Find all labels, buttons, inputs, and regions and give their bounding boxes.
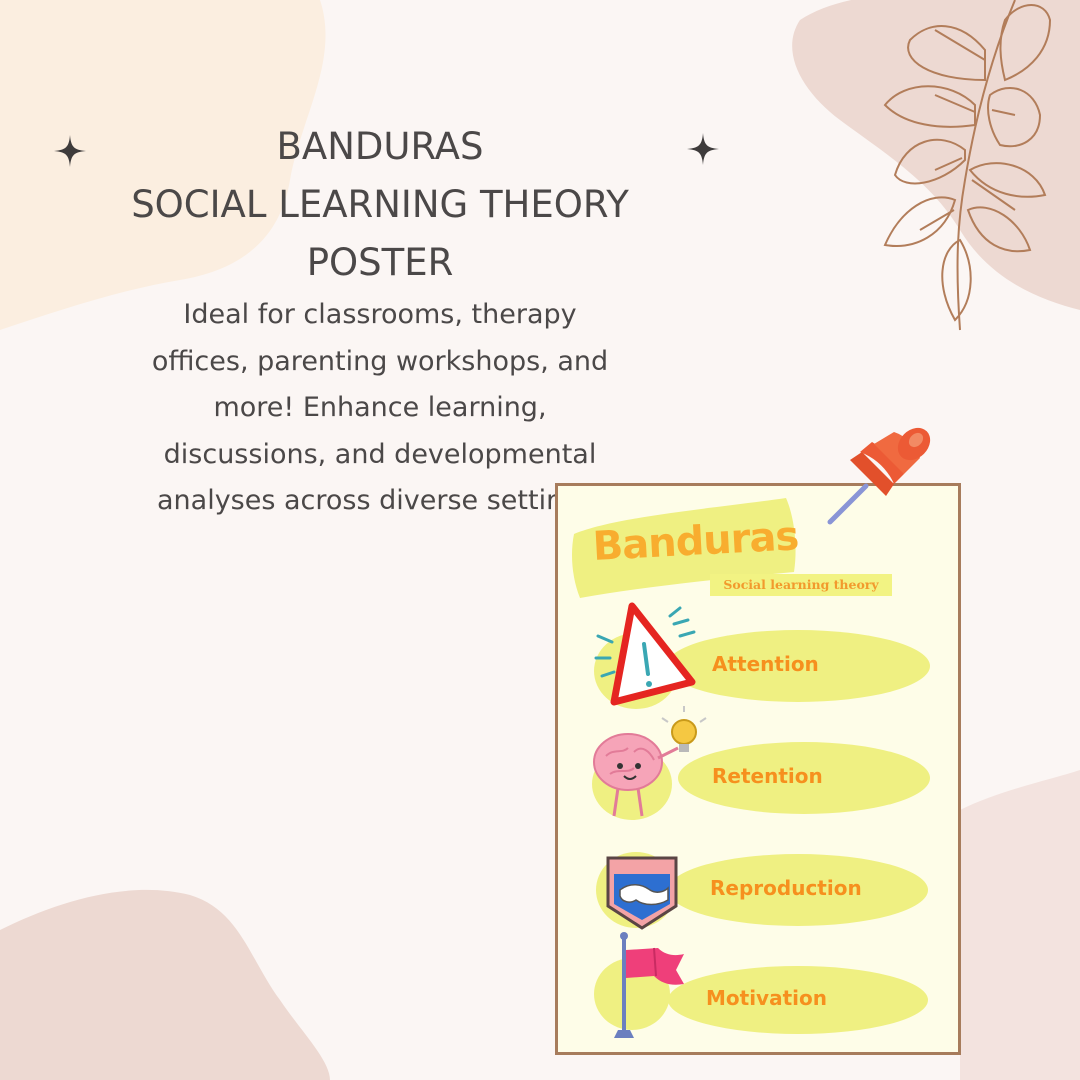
step-label-retention: Retention bbox=[712, 764, 823, 788]
bottom-right-blob bbox=[960, 770, 1080, 1080]
description: Ideal for classrooms, therapy offices, p… bbox=[110, 292, 650, 525]
sparkle-left-icon bbox=[54, 135, 86, 167]
sparkle-right-icon bbox=[687, 133, 719, 165]
flag-icon bbox=[614, 932, 684, 1038]
bottom-left-blob bbox=[0, 889, 330, 1080]
description-line-2: offices, parenting workshops, and bbox=[151, 345, 609, 377]
step-attention-art bbox=[594, 602, 930, 709]
title-line-2: SOCIAL LEARNING THEORY bbox=[131, 183, 629, 226]
push-pin-icon bbox=[827, 427, 931, 525]
description-line-4: discussions, and developmental bbox=[163, 438, 597, 470]
poster-artwork bbox=[572, 498, 930, 1038]
description-line-3: more! Enhance learning, bbox=[213, 392, 547, 423]
description-line-5: analyses across diverse settings. bbox=[157, 485, 603, 516]
step-reproduction-art bbox=[596, 852, 928, 930]
title-line-1: BANDURAS bbox=[276, 125, 484, 168]
step-retention-art bbox=[592, 706, 930, 820]
top-right-blob bbox=[792, 0, 1080, 310]
brain-lightbulb-icon bbox=[593, 706, 707, 817]
poster-title-highlight bbox=[572, 498, 796, 598]
poster-subtitle: Social learning theory bbox=[710, 574, 892, 596]
step-label-attention: Attention bbox=[712, 652, 819, 676]
leaf-branch-decoration bbox=[883, 0, 1052, 331]
warning-icon bbox=[594, 602, 696, 706]
page-title: BANDURAS SOCIAL LEARNING THEORY POSTER bbox=[110, 118, 650, 292]
description-line-1: Ideal for classrooms, therapy bbox=[183, 299, 577, 330]
step-label-motivation: Motivation bbox=[706, 986, 827, 1010]
step-label-reproduction: Reproduction bbox=[710, 876, 862, 900]
handshake-icon bbox=[606, 856, 678, 930]
poster-preview: Banduras Social learning theory Attentio… bbox=[555, 483, 961, 1055]
step-motivation-art bbox=[594, 932, 928, 1038]
title-line-3: POSTER bbox=[306, 241, 454, 284]
top-left-blob bbox=[0, 0, 326, 330]
